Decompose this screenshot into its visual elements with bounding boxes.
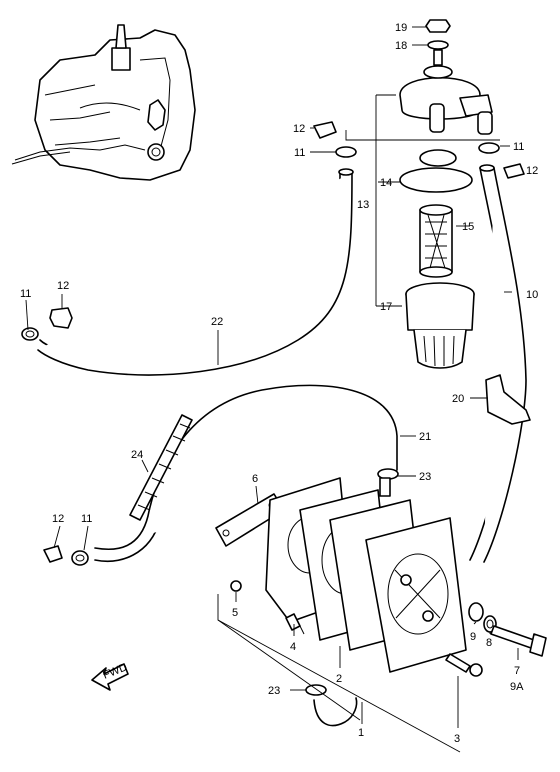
clip-11-right — [478, 142, 500, 154]
washer-18 — [427, 40, 449, 50]
fuel-filter-assembly — [399, 19, 493, 369]
leader-lines — [25, 26, 519, 753]
screw-5 — [230, 580, 242, 592]
o-ring-14 — [399, 167, 473, 193]
fwd-arrow-icon: FWD — [91, 661, 129, 691]
label-19: 19 — [395, 22, 407, 34]
pump-cover — [365, 517, 467, 673]
clip-11-upper — [335, 146, 357, 158]
label-9a: 9A — [510, 681, 524, 693]
label-20: 20 — [452, 393, 464, 405]
label-17: 17 — [380, 301, 392, 313]
part-labels: 19 18 12 11 13 14 15 17 11 12 10 11 12 2… — [20, 22, 538, 745]
label-11: 11 — [20, 288, 31, 300]
label-7: 7 — [514, 665, 520, 677]
return-hose — [313, 697, 358, 727]
label-12: 12 — [57, 280, 69, 292]
label-12: 12 — [526, 165, 538, 177]
clip-12-lower — [43, 545, 63, 563]
label-6: 6 — [252, 473, 258, 485]
label-22: 22 — [211, 316, 223, 328]
screw-3 — [445, 653, 483, 677]
label-9: 9 — [470, 631, 476, 643]
label-3: 3 — [454, 733, 460, 745]
filter-cap — [399, 76, 481, 120]
label-15: 15 — [462, 221, 474, 233]
label-23: 23 — [419, 471, 431, 483]
label-11: 11 — [294, 147, 305, 159]
label-11: 11 — [513, 141, 524, 153]
clip-12-right — [503, 163, 525, 179]
label-2: 2 — [336, 673, 342, 685]
clip-11-lower — [71, 550, 89, 566]
label-10: 10 — [526, 289, 538, 301]
engine-block — [11, 24, 196, 181]
fuel-pump — [265, 477, 467, 673]
screw-4 — [285, 613, 305, 635]
o-ring-16 — [419, 149, 457, 167]
bolt-7 — [490, 625, 547, 657]
label-23: 23 — [268, 685, 280, 697]
label-13: 13 — [357, 199, 369, 211]
label-12: 12 — [293, 123, 305, 135]
label-8: 8 — [486, 637, 492, 649]
label-14: 14 — [380, 177, 392, 189]
clip-12-left — [49, 307, 73, 329]
nut-19 — [425, 19, 451, 33]
label-11: 11 — [81, 513, 92, 525]
label-1: 1 — [358, 727, 364, 739]
label-21: 21 — [419, 431, 431, 443]
spring-guard-24 — [129, 414, 193, 521]
label-18: 18 — [395, 40, 407, 52]
label-4: 4 — [290, 641, 296, 653]
label-5: 5 — [232, 607, 238, 619]
label-12: 12 — [52, 513, 64, 525]
washer-9 — [468, 602, 484, 622]
clip-12-upper — [313, 121, 337, 139]
bracket-20 — [485, 374, 531, 425]
clip-11-left — [21, 327, 39, 341]
label-24: 24 — [131, 449, 143, 461]
